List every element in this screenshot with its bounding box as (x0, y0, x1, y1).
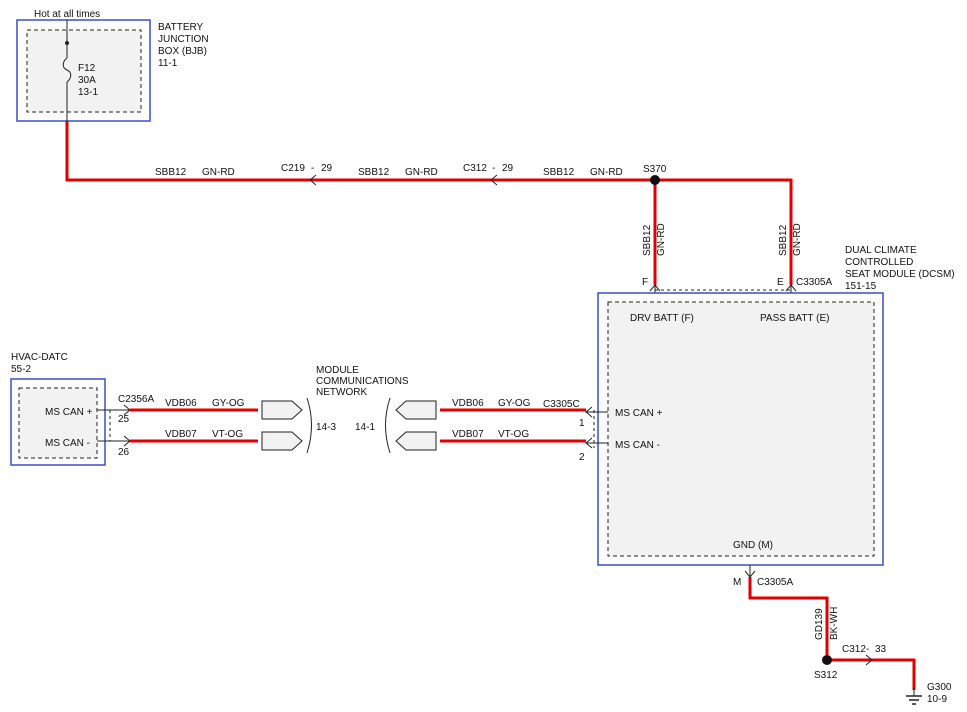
dcsm-name-line1: DUAL CLIMATE (845, 245, 917, 256)
feed-wire-color-3: GN-RD (590, 167, 623, 178)
splice-s312-dot (822, 655, 832, 665)
network-plug-right-low-icon (395, 431, 437, 451)
ground-wire-color: BK-WH (829, 607, 840, 640)
ground-wire-gd139 (748, 577, 916, 690)
can-low-color-right: VT-OG (498, 429, 529, 440)
can-high-circuit-right: VDB06 (452, 398, 484, 409)
network-plug-left-low-icon (261, 431, 303, 451)
drv-wire-color: GN-RD (656, 223, 667, 256)
network-plug-left-high-icon (261, 400, 303, 420)
ground-connector-dash: - (866, 644, 869, 655)
dcsm-pass-batt: PASS BATT (E) (760, 313, 829, 324)
network-label-line1: MODULE (316, 365, 359, 376)
can-high-color-left: GY-OG (212, 398, 245, 409)
connector-c219-id: C219 (281, 163, 305, 174)
feed-wire-color-2: GN-RD (405, 167, 438, 178)
hvac-ms-can-plus: MS CAN + (45, 407, 93, 418)
dcsm-pin-f: F (642, 277, 648, 288)
dcsm-can-connector: C3305C (543, 399, 580, 410)
ground-id: G300 (927, 682, 952, 693)
dcsm-ms-can-plus: MS CAN + (615, 408, 663, 419)
feed-wire-circuit-2: SBB12 (358, 167, 390, 178)
dcsm-gnd: GND (M) (733, 540, 773, 551)
pass-wire-circuit: SBB12 (778, 224, 789, 256)
dcsm-pin-m: M (733, 577, 741, 588)
hvac-inner-box (18, 387, 98, 459)
bjb-name-line3: BOX (BJB) (158, 46, 207, 57)
can-low-circuit-left: VDB07 (165, 429, 197, 440)
dcsm-name-line3: SEAT MODULE (DCSM) (845, 269, 955, 280)
hvac-page-ref: 55-2 (11, 364, 31, 375)
connector-c312-pin: 29 (502, 163, 514, 174)
hvac-pin25: 25 (118, 414, 130, 425)
ground-page-ref: 10-9 (927, 694, 947, 705)
can-low-circuit-right: VDB07 (452, 429, 484, 440)
connector-c219-pin: 29 (321, 163, 333, 174)
splice-s370-label: S370 (643, 164, 667, 175)
fuse-id: F12 (78, 63, 96, 74)
ground-connector-arrow-icon (865, 654, 873, 666)
pass-wire-color: GN-RD (792, 223, 803, 256)
connector-c312-dash: - (492, 163, 495, 174)
hvac-name: HVAC-DATC (11, 352, 68, 363)
dcsm-page-ref: 151-15 (845, 281, 877, 292)
connector-c312-29: C312 - 29 (463, 163, 514, 186)
network-bracket-right-icon (385, 397, 391, 454)
can-high-color-right: GY-OG (498, 398, 531, 409)
dcsm-can-pin1: 1 (579, 418, 585, 429)
network-label-line2: COMMUNICATIONS (316, 376, 409, 387)
dcsm-pin-e: E (777, 277, 784, 288)
network-bracket-left-icon (306, 397, 312, 454)
hvac-connector: C2356A (118, 394, 154, 405)
connector-c219-arrow-icon (309, 174, 317, 186)
network-label-line3: NETWORK (316, 387, 367, 398)
dcsm-inner-box (607, 301, 875, 557)
dcsm-name-line2: CONTROLLED (845, 257, 913, 268)
bjb-name-line1: BATTERY (158, 22, 204, 33)
network-left-ref: 14-3 (316, 422, 336, 433)
dcsm-connector-c3305a: C3305A (796, 277, 832, 288)
dcsm-can-pin2: 2 (579, 452, 585, 463)
can-low-color-left: VT-OG (212, 429, 243, 440)
drv-wire-circuit: SBB12 (642, 224, 653, 256)
splice-s370-dot (650, 175, 660, 185)
feed-wire-sbb12 (65, 121, 793, 285)
bjb-inner-box (26, 29, 142, 113)
network-right-ref: 14-1 (355, 422, 375, 433)
fuse-ref: 13-1 (78, 87, 98, 98)
ground-wire-circuit: GD139 (814, 608, 825, 640)
bjb-feed-label: Hot at all times (34, 9, 100, 20)
connector-c312-arrow-icon (490, 174, 498, 186)
can-high-circuit-left: VDB06 (165, 398, 197, 409)
bjb-bus-dot (65, 41, 69, 45)
connector-c312-33: C312 - 33 (842, 644, 887, 666)
fuse-f12-icon (62, 57, 72, 83)
dcsm-ms-can-minus: MS CAN - (615, 440, 660, 451)
fuse-rating: 30A (78, 75, 96, 86)
hvac-ms-can-minus: MS CAN - (45, 438, 90, 449)
connector-c219: C219 - 29 (281, 163, 333, 186)
ground-symbol-icon (906, 688, 922, 705)
ground-connector-id: C312 (842, 644, 866, 655)
dcsm-gnd-connector: C3305A (757, 577, 793, 588)
connector-c219-dash: - (311, 163, 314, 174)
bjb-name-line2: JUNCTION (158, 34, 209, 45)
ground-connector-pin: 33 (875, 644, 887, 655)
hvac-pin26: 26 (118, 447, 130, 458)
connector-c312-id: C312 (463, 163, 487, 174)
network-plug-right-high-icon (395, 400, 437, 420)
feed-wire-color-1: GN-RD (202, 167, 235, 178)
bjb-page-ref: 11-1 (158, 58, 178, 69)
splice-s312-label: S312 (814, 670, 838, 681)
feed-wire-circuit-3: SBB12 (543, 167, 575, 178)
feed-wire-circuit-1: SBB12 (155, 167, 187, 178)
dcsm-drv-batt: DRV BATT (F) (630, 313, 694, 324)
